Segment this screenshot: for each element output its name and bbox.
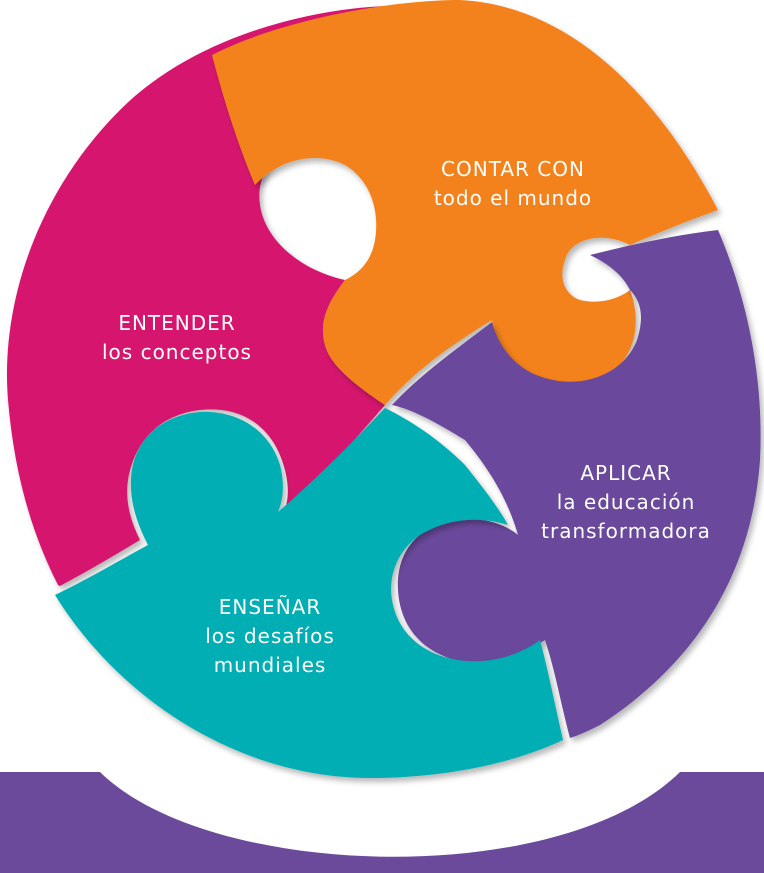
label-ensenar: ENSEÑAR los desafíos mundiales: [205, 595, 335, 677]
puzzle-piece-entender: [6, 6, 385, 586]
label-ensenar-line3: mundiales: [214, 653, 327, 677]
label-ensenar-line2: los desafíos: [205, 624, 335, 648]
label-aplicar-line1: APLICAR: [580, 461, 671, 485]
puzzle-piece-ensenar: [55, 408, 563, 778]
label-entender-line1: ENTENDER: [118, 311, 235, 335]
puzzle-piece-contar: [212, 0, 718, 405]
puzzle-piece-aplicar: [392, 230, 761, 738]
bottom-band: [0, 772, 764, 873]
label-entender-line2: los conceptos: [102, 340, 252, 364]
label-aplicar-line2: la educación: [557, 490, 696, 514]
label-contar-line2: todo el mundo: [434, 186, 592, 210]
label-contar-line1: CONTAR CON: [441, 157, 585, 181]
label-contar: CONTAR CON todo el mundo: [434, 157, 592, 210]
label-ensenar-line1: ENSEÑAR: [219, 595, 321, 619]
label-entender: ENTENDER los conceptos: [102, 311, 252, 364]
label-aplicar: APLICAR la educación transformadora: [541, 461, 711, 543]
label-aplicar-line3: transformadora: [541, 519, 711, 543]
